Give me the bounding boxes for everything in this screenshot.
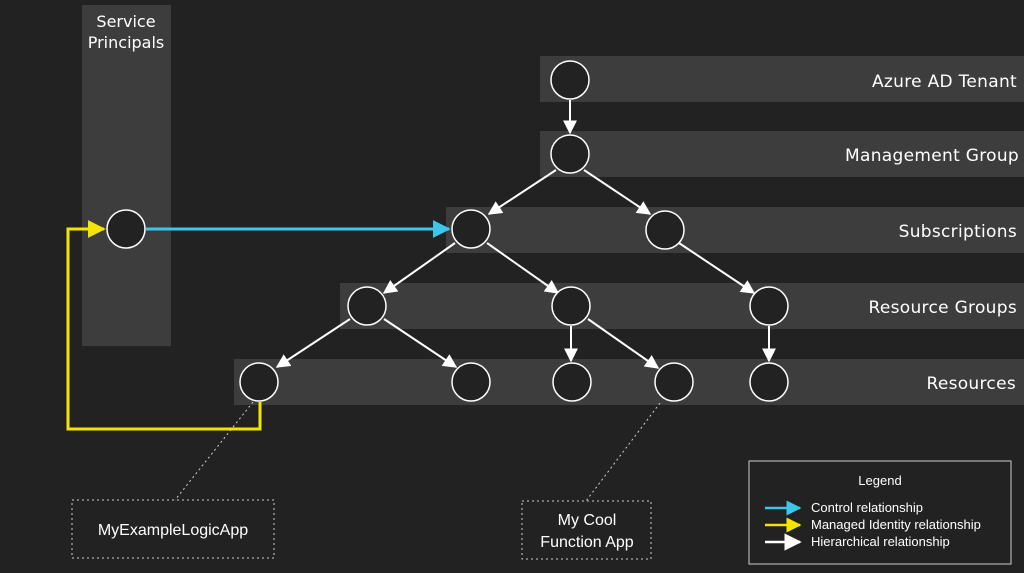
callout-box-function-app: [521, 500, 652, 560]
legend-box: [748, 460, 1012, 565]
service-principals-title-line2: Principals: [88, 33, 165, 52]
callout-function-app-line1: My Cool: [558, 512, 617, 529]
legend-label-managed-identity: Managed Identity relationship: [811, 517, 981, 532]
band-resource-groups: [340, 283, 1024, 329]
node-subscription-1: [451, 209, 491, 249]
legend-label-control: Control relationship: [811, 500, 923, 515]
legend-label-hierarchical: Hierarchical relationship: [811, 534, 950, 549]
edge-sub1-to-rg2: [486, 242, 560, 294]
edge-sub1-to-rg1: [382, 242, 456, 294]
edge-rg1-to-res2: [383, 318, 458, 368]
node-resource-3: [552, 362, 592, 402]
band-label-management-group: Management Group: [845, 146, 1019, 166]
service-principals-column: [82, 5, 171, 346]
callout-box-logic-app: [71, 499, 275, 559]
legend-title: Legend: [858, 473, 901, 488]
band-label-resources: Resources: [926, 374, 1016, 394]
node-resource-group-2: [551, 286, 591, 326]
band-resources: [234, 359, 1024, 405]
callout-leader-function-app: [585, 402, 661, 502]
edge-mgmt-to-sub1: [487, 169, 557, 215]
callout-logic-app-label: MyExampleLogicApp: [98, 522, 248, 539]
edge-managed-identity: [66, 220, 262, 431]
edge-rg2-to-res4: [587, 318, 660, 369]
edge-rg1-to-res1: [275, 318, 351, 368]
node-resource-4: [654, 362, 694, 402]
band-management-group: [540, 131, 1024, 177]
node-resource-group-3: [749, 286, 789, 326]
node-resource-group-1: [347, 286, 387, 326]
band-label-azure-ad-tenant: Azure AD Tenant: [872, 72, 1017, 92]
band-azure-ad-tenant: [540, 56, 1024, 102]
node-service-principal: [106, 209, 146, 249]
node-subscription-2: [645, 210, 685, 250]
node-azure-ad-tenant: [550, 60, 590, 100]
edge-mgmt-to-sub2: [583, 169, 652, 215]
edge-sub2-to-rg3: [678, 242, 756, 294]
node-management-group: [550, 134, 590, 174]
node-resource-5: [749, 362, 789, 402]
band-label-resource-groups: Resource Groups: [869, 298, 1017, 318]
service-principals-title-line1: Service: [96, 12, 155, 31]
hierarchical-edges: [275, 100, 776, 369]
callout-leader-logic-app: [174, 401, 254, 501]
node-resource-1: [239, 362, 279, 402]
band-label-subscriptions: Subscriptions: [899, 222, 1017, 242]
band-subscriptions: [446, 207, 1024, 253]
node-resource-2: [451, 362, 491, 402]
callout-function-app-line2: Function App: [540, 534, 634, 551]
